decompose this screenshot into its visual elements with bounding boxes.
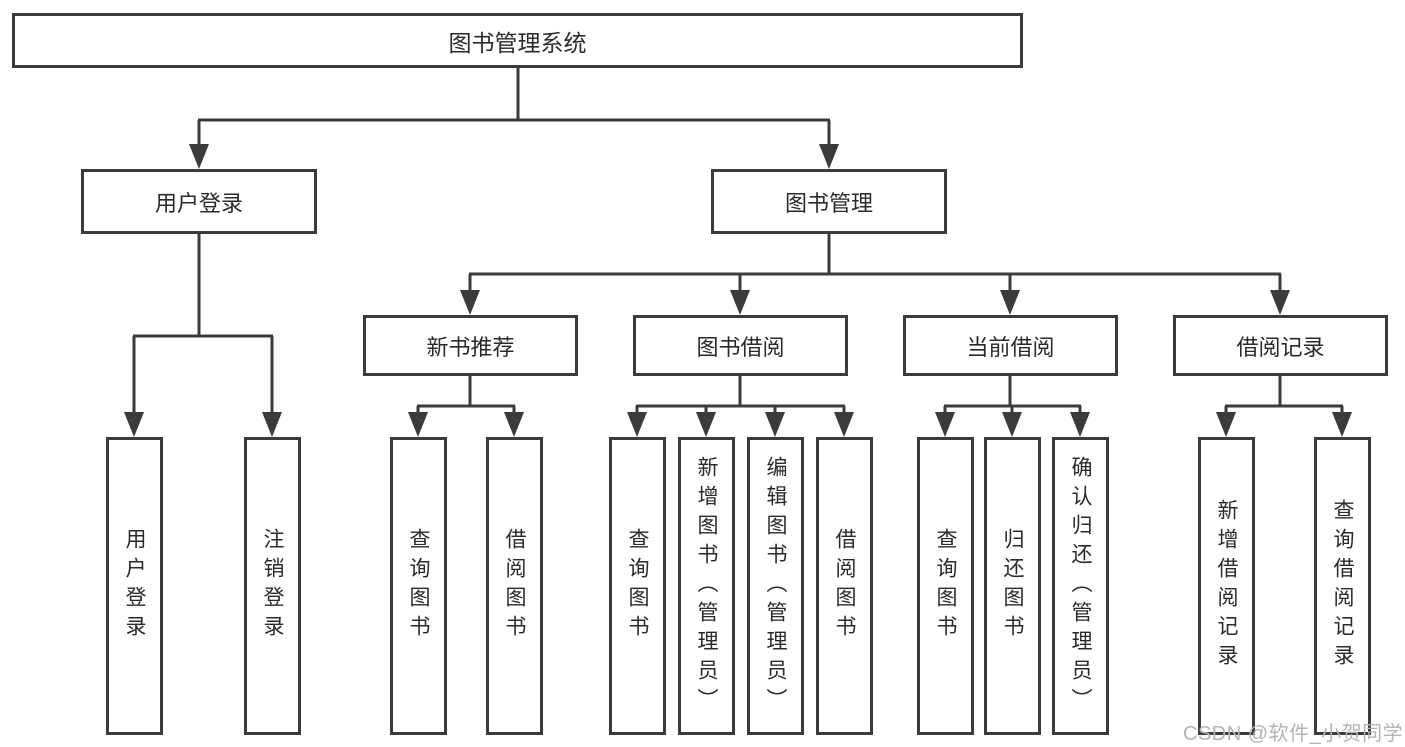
node-leaf-logout: 注销登录 — [244, 437, 301, 735]
leaf-label: 新增图书（管理员） — [695, 455, 718, 717]
node-label: 图书借阅 — [696, 334, 785, 360]
arrow-down-icon — [189, 144, 209, 169]
arrow-down-icon — [696, 412, 716, 437]
arrow-down-icon — [1216, 412, 1236, 437]
arrow-down-icon — [1000, 290, 1020, 315]
node-leaf-edit-book-admin: 编辑图书（管理员） — [747, 437, 804, 735]
edge-book-management-to-level3 — [460, 233, 1290, 315]
node-book-management: 图书管理 — [711, 169, 947, 234]
node-book-borrowing: 图书借阅 — [633, 315, 848, 376]
arrow-down-icon — [262, 412, 282, 437]
leaf-label: 查询图书 — [407, 528, 430, 644]
leaf-label: 查询图书 — [626, 528, 649, 644]
leaf-label: 编辑图书（管理员） — [764, 455, 787, 717]
node-leaf-add-borrow-record: 新增借阅记录 — [1198, 437, 1255, 735]
arrow-down-icon — [819, 144, 839, 169]
node-label: 当前借阅 — [966, 334, 1055, 360]
node-leaf-confirm-return-admin: 确认归还（管理员） — [1052, 437, 1109, 735]
node-root-label: 图书管理系统 — [448, 29, 587, 56]
leaf-label: 注销登录 — [261, 528, 284, 644]
watermark: CSDN @软件_小贺同学 — [1183, 723, 1404, 745]
arrow-down-icon — [627, 412, 647, 437]
node-leaf-add-book-admin: 新增图书（管理员） — [678, 437, 735, 735]
edge-book-borrowing-to-leaves — [627, 375, 854, 437]
leaf-label: 归还图书 — [1001, 528, 1024, 644]
node-label: 图书管理 — [784, 190, 873, 216]
arrow-down-icon — [1332, 412, 1352, 437]
node-user-login: 用户登录 — [81, 169, 317, 234]
node-leaf-return-books: 归还图书 — [984, 437, 1041, 735]
node-leaf-borrow-books-recommend: 借阅图书 — [486, 437, 543, 735]
leaf-label: 用户登录 — [123, 528, 146, 644]
arrow-down-icon — [1070, 412, 1090, 437]
node-leaf-query-books-current: 查询图书 — [917, 437, 974, 735]
node-label: 用户登录 — [154, 190, 243, 216]
leaf-label: 借阅图书 — [503, 528, 526, 644]
arrow-down-icon — [1002, 412, 1022, 437]
node-leaf-query-books-borrowing: 查询图书 — [609, 437, 666, 735]
edge-root-to-level2 — [189, 68, 839, 169]
node-new-book-recommend: 新书推荐 — [363, 315, 578, 376]
arrow-down-icon — [504, 412, 524, 437]
edge-current-borrowing-to-leaves — [935, 375, 1090, 437]
leaf-label: 查询借阅记录 — [1331, 499, 1354, 673]
node-leaf-query-borrow-record: 查询借阅记录 — [1314, 437, 1371, 735]
node-label: 新书推荐 — [426, 334, 515, 360]
node-root: 图书管理系统 — [12, 13, 1023, 68]
node-current-borrowing: 当前借阅 — [903, 315, 1118, 376]
arrow-down-icon — [1270, 290, 1290, 315]
arrow-down-icon — [834, 412, 854, 437]
arrow-down-icon — [765, 412, 785, 437]
edge-borrowing-records-to-leaves — [1216, 375, 1352, 437]
node-leaf-borrow-books: 借阅图书 — [816, 437, 873, 735]
leaf-label: 查询图书 — [934, 528, 957, 644]
edge-new-book-recommend-to-leaves — [408, 375, 524, 437]
arrow-down-icon — [408, 412, 428, 437]
node-borrowing-records: 借阅记录 — [1173, 315, 1388, 376]
node-leaf-query-books-recommend: 查询图书 — [390, 437, 447, 735]
arrow-down-icon — [935, 412, 955, 437]
node-leaf-user-login: 用户登录 — [106, 437, 163, 735]
node-label: 借阅记录 — [1236, 334, 1325, 360]
leaf-label: 确认归还（管理员） — [1069, 455, 1092, 717]
arrow-down-icon — [730, 290, 750, 315]
arrow-down-icon — [124, 412, 144, 437]
leaf-label: 借阅图书 — [833, 528, 856, 644]
arrow-down-icon — [460, 290, 480, 315]
edge-user-login-to-leaves — [124, 233, 282, 437]
leaf-label: 新增借阅记录 — [1215, 499, 1238, 673]
